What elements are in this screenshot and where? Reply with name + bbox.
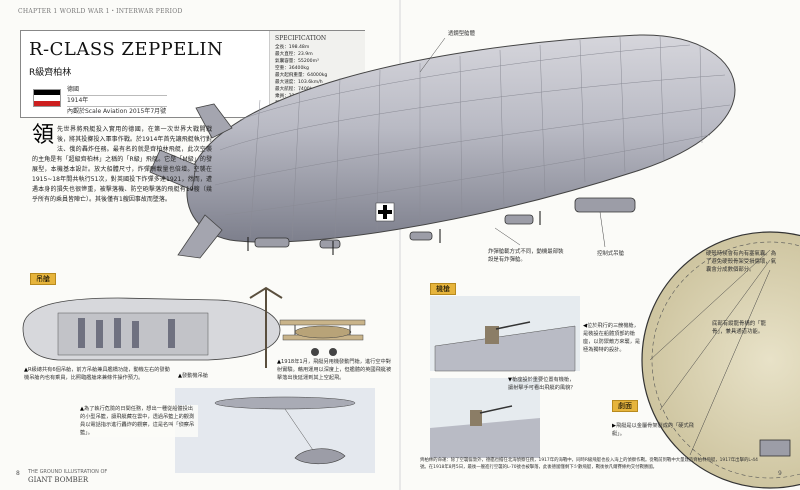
- caption-gondola-interior: ▲R級總共有6個吊艙，前方吊艙兼具艦橋功能，動機左右的發動機吊艙內也有乘員，比照…: [24, 367, 170, 381]
- page-number-right: 9: [778, 470, 782, 477]
- footer-logo: GIANT BOMBER: [28, 476, 89, 484]
- footer-series: THE GROUND ILLUSTRATION OF: [28, 469, 108, 475]
- spec-row: 最大起飛重量：64000kg: [275, 73, 328, 78]
- spec-row: 空重：36400kg: [275, 66, 309, 71]
- gun-turret-illustration: [430, 296, 580, 372]
- chapter-header: CHAPTER 1 WORLD WAR 1・INTERWAR PERIOD: [18, 8, 183, 15]
- iron-cross-icon: [375, 202, 395, 222]
- spec-row: 全長：198.48m: [275, 45, 310, 50]
- caption-gun-platform: ◀位於飛行的三艘機槍，是裝設在船體頂部的槍座，以防禦敵方來襲，是極為獨特的設計。: [583, 323, 641, 353]
- spec-row: 最大直徑：23.9m: [275, 52, 313, 57]
- callout-gun-platform: 炸彈艙載方式不同，動機最部裝設是有炸彈艙。: [488, 249, 564, 263]
- book-spine: [399, 0, 401, 490]
- drop-cap: 領: [32, 123, 55, 148]
- spec-row: 最大速度：103.6km/h: [275, 80, 323, 85]
- bottom-note: 齊柏林的命運：除了空襲倫敦外，德艦也擔任北海偵察任務，1917年的海戰中，同時R…: [420, 458, 758, 470]
- nation-year: 1914年: [67, 96, 167, 107]
- gondola-group: [254, 197, 636, 249]
- nation-info: 德國 1914年 內觀於Scale Aviation 2015年7月號: [67, 85, 167, 117]
- section-tab-turret: 機槍: [430, 283, 456, 295]
- callout-lift-gas: 硬殼時候會有內有塞氣囊。為了避免硬殼骨架受損傷壞，氣囊會分成數個部分。: [706, 251, 777, 273]
- spec-row: 最大航程：7400km: [275, 87, 317, 92]
- observation-basket-illustration: [175, 388, 375, 473]
- page-subtitle: R級齊柏林: [29, 68, 72, 78]
- caption-cross-section: ▶飛艇是以金屬骨架製成的「硬式飛艇」。: [612, 423, 694, 437]
- spec-row: 乘員：21人: [275, 94, 300, 99]
- callout-gondola-top: 透鏡型艙體: [448, 31, 475, 37]
- page-title: R-CLASS ZEPPELIN: [29, 39, 224, 60]
- gunner-illustration: [430, 378, 540, 458]
- caption-engine-gondola: ▲發動機吊艙: [178, 373, 208, 379]
- biplane-illustration: [279, 319, 366, 356]
- spec-heading: SPECIFICATION: [275, 35, 327, 42]
- cross-section-illustration: [641, 231, 800, 489]
- spec-row: 氣囊容量：55200m³: [275, 59, 319, 64]
- body-paragraph: 先世界將飛艇投入實用的德國，在第一次世界大戰開戰後，將其投擲投入軍事作戰。於19…: [32, 126, 212, 203]
- gondola-interior-illustration: [22, 286, 283, 368]
- nation-country: 德國: [67, 85, 167, 96]
- page-number-left: 8: [16, 470, 20, 477]
- nation-credit: 內觀於Scale Aviation 2015年7月號: [67, 108, 167, 115]
- body-text: 領先世界將飛艇投入實用的德國，在第一次世界大戰開戰後，將其投擲投入軍事作戰。於1…: [32, 125, 212, 205]
- caption-gunner: ▼槍座設於重要位置有機槍，讓射擊手可看出飛艇的風貌？: [508, 377, 576, 391]
- section-tab-cross-section: 劇面: [612, 400, 638, 412]
- section-tab-gondola: 吊艙: [30, 273, 56, 285]
- callout-rear-gondola: 控制式吊艙: [597, 251, 624, 257]
- german-flag-icon: [33, 89, 61, 107]
- callout-keel: 底部有縱龍骨構的「龍骨」，兼具通道功能。: [712, 321, 766, 335]
- caption-airplane-experiment: ▲1918年1月，飛艇另用機發動門槍，進行空中對射實驗。藉用運用以深度上，但艦體…: [277, 359, 392, 381]
- caption-observation-basket: ▲為了執行危險的日間任務，想出一種從船體投出的小型吊籃，讓飛艇藏在雲中，透過吊籃…: [80, 405, 198, 437]
